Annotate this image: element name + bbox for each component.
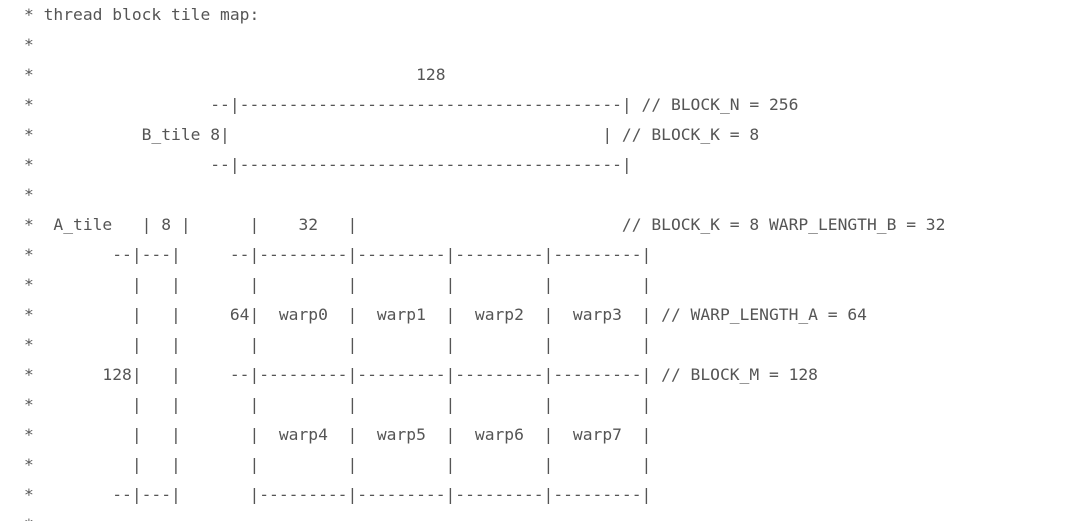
code-line-grid-bottom: * --|---| |---------|---------|---------… (24, 485, 652, 504)
code-line-grid-middle: * 128| | --|---------|---------|--------… (24, 365, 818, 384)
code-line-grid-row: * | | | | | | | (24, 275, 652, 294)
code-line-warp-row-1: * | | 64| warp0 | warp1 | warp2 | warp3 … (24, 305, 867, 324)
code-line-grid-row: * | | | | | | | (24, 395, 652, 414)
code-line-a-tile-header: * A_tile | 8 | | 32 | // BLOCK_K = 8 WAR… (24, 215, 946, 234)
code-line-b-tile: * B_tile 8| | // BLOCK_K = 8 (24, 125, 760, 144)
code-comment-block: * thread block tile map: * * 128 * --|--… (24, 0, 1064, 521)
code-line: * (24, 510, 1064, 521)
code-line-grid-row: * | | | | | | | (24, 335, 652, 354)
code-line-title: * thread block tile map: (24, 5, 260, 24)
code-line-b-tile-top: * --|-----------------------------------… (24, 95, 799, 114)
code-line-grid-top: * --|---| --|---------|---------|-------… (24, 245, 652, 264)
code-line: * (24, 185, 34, 204)
code-line-b-tile-bottom: * --|-----------------------------------… (24, 155, 632, 174)
code-line-block-n-width: * 128 (24, 65, 446, 84)
code-line-grid-row: * | | | | | | | (24, 455, 652, 474)
code-line: * (24, 35, 34, 54)
code-line-warp-row-2: * | | | warp4 | warp5 | warp6 | warp7 | (24, 425, 652, 444)
